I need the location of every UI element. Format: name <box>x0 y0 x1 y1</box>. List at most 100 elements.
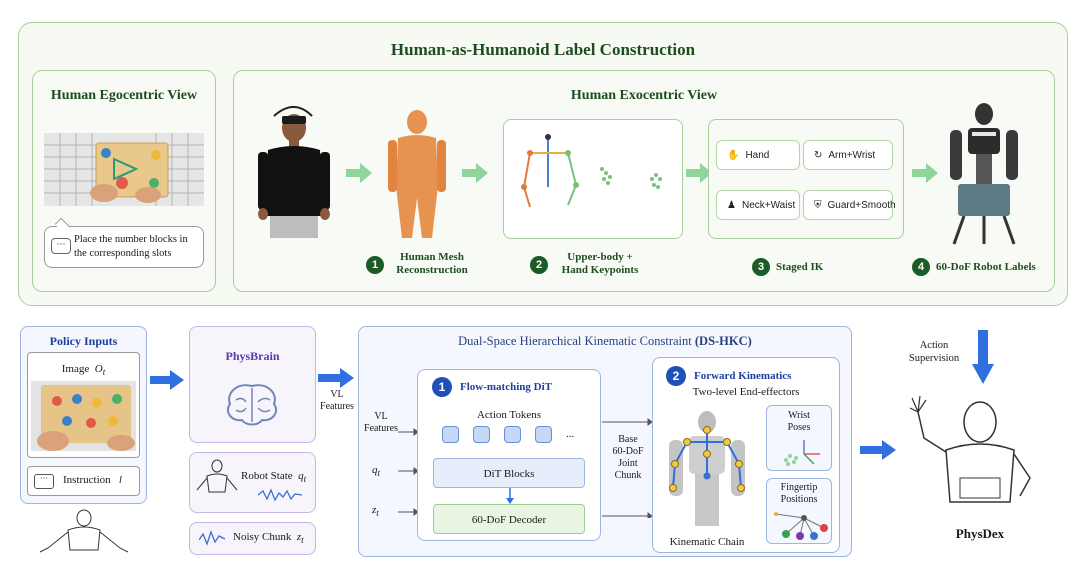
fk-number: 2 <box>666 366 686 386</box>
physdex-robot <box>909 395 1031 503</box>
dof-decoder: 60-DoF Decoder <box>433 504 585 534</box>
fingertip-positions-label: Fingertip Positions <box>766 482 832 506</box>
fingertip-line-1: Fingertip <box>780 482 818 493</box>
label-construction-title: Human-as-Humanoid Label Construction <box>390 40 696 59</box>
arrow-to-physdex <box>860 440 896 460</box>
robot-sketch-state <box>196 459 238 493</box>
action-tokens-label: Action Tokens <box>476 409 542 421</box>
step-2-number: 2 <box>530 256 548 274</box>
shield-icon: ⛨ <box>814 199 822 211</box>
noisy-symbol: z <box>296 531 302 543</box>
exocentric-view-title: Human Exocentric View <box>570 88 718 103</box>
human-photo <box>258 106 330 238</box>
dit-down-arrow <box>506 488 514 504</box>
dit-input-vl-line-2: Features <box>364 423 398 434</box>
chat-icon: ··· <box>51 238 71 254</box>
dit-input-vl: VL Features <box>361 411 401 435</box>
noisy-chunk-label: Noisy Chunk zt <box>233 531 304 545</box>
image-symbol: O <box>94 363 103 375</box>
vl-features-label: VL Features <box>314 389 360 413</box>
kinematic-chain-label: Kinematic Chain <box>669 536 745 548</box>
policy-image-photo <box>31 381 136 451</box>
exo-arrow-2 <box>462 163 488 183</box>
chunk-line-3: Joint <box>618 458 638 469</box>
z-subscript: t <box>376 508 379 519</box>
image-input-label: Image Ot <box>27 363 140 377</box>
vl-features-line-1: VL <box>330 389 344 400</box>
ds-hkc-title-bold: (DS-HKC) <box>694 334 752 348</box>
step-1-label: Human Mesh Reconstruction <box>382 251 482 277</box>
image-label-text: Image <box>61 363 90 375</box>
kinematic-chain-robot <box>669 411 745 526</box>
ds-hkc-title-plain: Dual-Space Hierarchical Kinematic Constr… <box>458 334 695 348</box>
ik-guard-smooth: ⛨Guard+Smooth <box>803 190 896 220</box>
action-token-1 <box>442 426 459 443</box>
state-wave-icon <box>258 488 302 502</box>
brain-icon <box>226 384 278 426</box>
wrist-axes-icon <box>784 440 820 466</box>
arrow-supervision-down <box>972 330 994 384</box>
robot-state-symbol: q <box>298 470 304 482</box>
ik-neck-waist-label: Neck+Waist <box>741 199 796 211</box>
step-2-line-2: Hand Keypoints <box>561 264 639 276</box>
instruction-input-card <box>27 466 140 496</box>
arm-icon: ↻ <box>814 149 823 161</box>
action-token-3 <box>504 426 521 443</box>
q-subscript: t <box>377 468 381 479</box>
ik-neck-waist: ♟Neck+Waist <box>716 190 800 220</box>
noisy-chunk-text: Noisy Chunk <box>233 531 292 543</box>
action-token-2 <box>473 426 490 443</box>
physdex-label: PhysDex <box>955 526 1005 541</box>
physbrain-title: PhysBrain <box>225 349 280 363</box>
dit-input-vl-line-1: VL <box>374 411 388 422</box>
dit-blocks: DiT Blocks <box>433 458 585 488</box>
robot-sketch-left <box>39 509 129 553</box>
ik-hand: ✋Hand <box>716 140 800 170</box>
action-supervision-line-2: Supervision <box>908 353 960 364</box>
exo-arrow-1 <box>346 163 372 183</box>
ik-arm-wrist: ↻Arm+Wrist <box>803 140 893 170</box>
egocentric-view-title: Human Egocentric View <box>50 88 198 103</box>
step-3-label: Staged IK <box>776 261 824 273</box>
chat-icon-small: ··· <box>34 474 54 489</box>
chunk-line-4: Chunk <box>614 470 642 481</box>
base-chunk-label: Base 60-DoF Joint Chunk <box>606 434 650 482</box>
instruction-label-text: Instruction <box>63 474 111 486</box>
robot-state-card <box>189 452 316 513</box>
fingertip-graph-icon <box>774 512 828 540</box>
z-symbol: z <box>372 504 377 516</box>
action-supervision-line-1: Action <box>919 340 949 351</box>
egocentric-instruction-text: Place the number blocks in the correspon… <box>74 234 188 259</box>
action-supervision-label: Action Supervision <box>896 339 972 365</box>
ds-hkc-title: Dual-Space Hierarchical Kinematic Constr… <box>358 334 852 349</box>
dit-title: Flow-matching DiT <box>460 381 552 393</box>
staged-ik-panel <box>708 119 904 239</box>
robot-state-label: Robot State qt <box>241 470 306 484</box>
step-1-number: 1 <box>366 256 384 274</box>
exo-arrow-4 <box>912 163 938 183</box>
image-subscript: t <box>102 367 106 378</box>
noisy-chunk-card <box>189 522 316 555</box>
arrow-to-physbrain <box>150 370 184 390</box>
chunk-line-2: 60-DoF <box>612 446 644 457</box>
wrist-poses-label: Wrist Poses <box>766 410 832 434</box>
wrist-poses-line-1: Wrist <box>788 410 810 421</box>
robot-label-image <box>950 103 1018 245</box>
hand-icon: ✋ <box>727 149 740 161</box>
instruction-input-label: Instruction l <box>63 474 122 486</box>
action-token-4 <box>535 426 552 443</box>
vl-features-line-2: Features <box>320 401 354 412</box>
step-1-line-1: Human Mesh <box>400 251 464 263</box>
robot-state-subscript: t <box>303 474 307 485</box>
tokens-ellipsis: ... <box>566 428 575 440</box>
fk-title: Forward Kinematics <box>694 370 792 382</box>
wrist-poses-line-2: Poses <box>787 422 811 433</box>
fk-subtitle: Two-level End-effectors <box>692 386 800 398</box>
step-4-number: 4 <box>912 258 930 276</box>
wrist-poses-card <box>766 405 832 471</box>
step-4-label: 60-DoF Robot Labels <box>936 261 1036 273</box>
dit-input-arrows <box>398 428 418 516</box>
dit-input-z: zt <box>372 504 379 518</box>
noise-wave-icon <box>199 530 225 546</box>
arrow-vl-features <box>318 368 354 388</box>
